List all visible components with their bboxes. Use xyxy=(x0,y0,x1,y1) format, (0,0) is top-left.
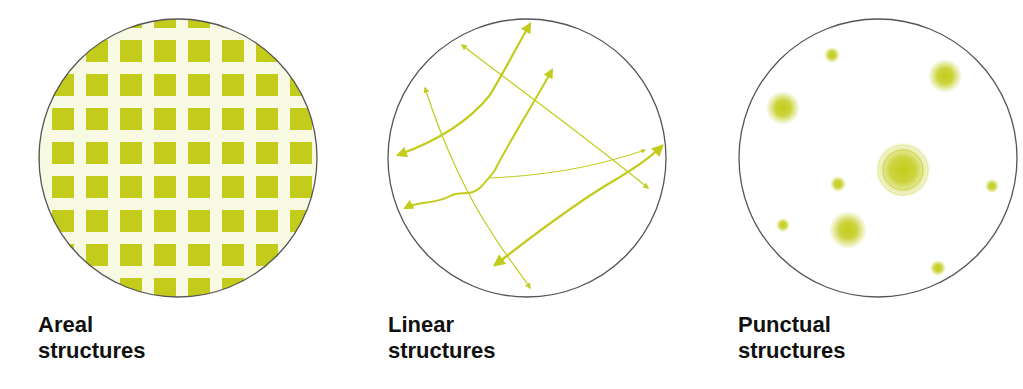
line-arrow xyxy=(495,146,662,265)
areal-grid xyxy=(30,10,330,310)
linear-lines xyxy=(388,19,666,297)
line-arrow xyxy=(490,150,645,178)
point xyxy=(776,218,790,232)
point xyxy=(985,179,999,193)
line-arrow xyxy=(462,45,648,188)
structure-circle: Punctual structures xyxy=(738,18,1020,378)
line-arrow xyxy=(425,88,530,288)
point xyxy=(875,142,931,198)
point xyxy=(928,59,962,93)
structure-circle: Linear structures xyxy=(388,18,670,378)
punctual-points xyxy=(739,19,1017,297)
circle-outline xyxy=(739,19,1017,297)
point-ring xyxy=(883,150,923,190)
structure-label: Punctual structures xyxy=(738,312,846,365)
structure-label: Areal structures xyxy=(38,312,146,365)
grid-tint xyxy=(30,10,330,310)
circle-outline xyxy=(39,19,317,297)
line-arrow xyxy=(398,24,530,155)
point xyxy=(766,91,800,125)
point xyxy=(830,176,846,192)
point xyxy=(824,47,840,63)
line-arrow xyxy=(405,70,552,208)
structure-circle: Areal structures xyxy=(38,18,320,378)
point xyxy=(829,211,867,249)
point xyxy=(930,260,946,276)
square-pattern xyxy=(30,10,330,310)
structure-label: Linear structures xyxy=(388,312,496,365)
point-ring xyxy=(878,145,928,195)
circle-outline xyxy=(388,19,666,297)
